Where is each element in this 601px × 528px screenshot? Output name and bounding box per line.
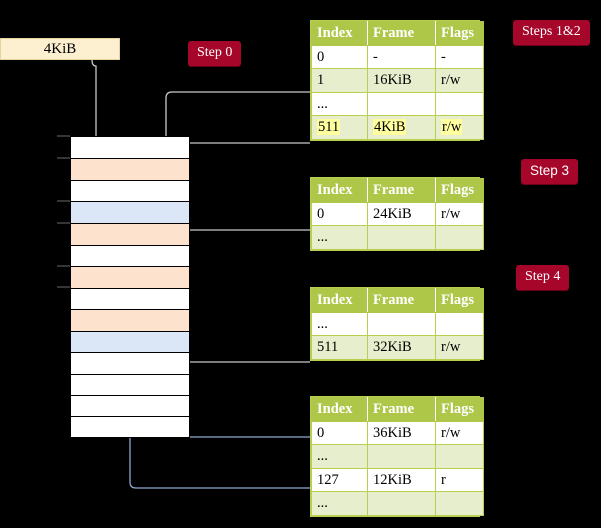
table-header-row: Index Frame Flags	[311, 21, 484, 46]
cell-flags: r/w	[435, 420, 484, 445]
frame-box-label: 4KiB	[43, 40, 77, 57]
table-row: 0 24KiB r/w	[311, 201, 484, 226]
page-table-pt: Index Frame Flags 0 36KiB r/w ... 127	[310, 396, 484, 517]
column-header-flags: Flags	[435, 178, 484, 203]
cell-index: 127	[311, 467, 368, 492]
cell-index: ...	[311, 444, 368, 469]
table-row: ...	[311, 91, 484, 116]
memory-cell	[70, 136, 190, 158]
cell-flags	[435, 491, 484, 516]
column-header-flags: Flags	[435, 397, 484, 422]
cell-index: 0	[311, 201, 368, 226]
memory-cell	[70, 180, 190, 201]
frame-box-4kib: 4KiB	[0, 38, 120, 60]
table-row: 127 12KiB r	[311, 467, 484, 492]
badge-step0: Step 0	[188, 41, 242, 66]
cell-index: ...	[311, 225, 368, 250]
table-row: 0 - -	[311, 44, 484, 69]
cell-flags: r	[435, 467, 484, 492]
cell-frame	[367, 444, 436, 469]
memory-cell	[70, 245, 190, 266]
column-header-flags: Flags	[435, 288, 484, 313]
cell-flags	[435, 444, 484, 469]
memory-cell	[70, 223, 190, 245]
cell-flags	[435, 225, 484, 250]
column-header-flags: Flags	[435, 21, 484, 46]
memory-cell	[70, 416, 190, 438]
cell-index: 1	[311, 68, 368, 93]
badge-steps-1-and-2: Steps 1&2	[513, 20, 590, 45]
memory-column	[70, 136, 190, 438]
cell-frame: 12KiB	[367, 467, 436, 492]
cell-frame: 36KiB	[367, 420, 436, 445]
cell-index: 511	[311, 335, 368, 360]
cell-flags: r/w	[435, 201, 484, 226]
cell-flags: r/w	[435, 115, 484, 140]
cell-frame-text: 4KiB	[373, 119, 407, 135]
column-header-index: Index	[311, 21, 368, 46]
cell-frame	[367, 91, 436, 116]
cell-frame: 32KiB	[367, 335, 436, 360]
cell-index: ...	[311, 91, 368, 116]
cell-frame	[367, 225, 436, 250]
cell-flags	[435, 91, 484, 116]
table-row: ...	[311, 444, 484, 469]
cell-index: ...	[311, 491, 368, 516]
column-header-frame: Frame	[367, 397, 436, 422]
cell-index: 511	[311, 115, 368, 140]
cell-frame	[367, 491, 436, 516]
table-row: 511 4KiB r/w	[311, 115, 484, 140]
memory-cell	[70, 395, 190, 416]
memory-cell	[70, 266, 190, 288]
table-row: ...	[311, 225, 484, 250]
cell-flags: r/w	[435, 335, 484, 360]
memory-cell	[70, 158, 190, 180]
page-table-pd: Index Frame Flags ... 511 32KiB r/w	[310, 287, 484, 361]
memory-cell	[70, 331, 190, 352]
badge-step3: Step 3	[521, 159, 579, 184]
memory-cell	[70, 201, 190, 223]
cell-frame	[367, 311, 436, 336]
table-row: 0 36KiB r/w	[311, 420, 484, 445]
column-header-frame: Frame	[367, 178, 436, 203]
table-header-row: Index Frame Flags	[311, 288, 484, 313]
table-row: 511 32KiB r/w	[311, 335, 484, 360]
page-table-pdp: Index Frame Flags 0 24KiB r/w ...	[310, 177, 484, 251]
column-header-index: Index	[311, 288, 368, 313]
column-header-index: Index	[311, 397, 368, 422]
table-row: 1 16KiB r/w	[311, 68, 484, 93]
cell-flags: -	[435, 44, 484, 69]
cell-flags: r/w	[435, 68, 484, 93]
cell-frame: 16KiB	[367, 68, 436, 93]
table-row: ...	[311, 311, 484, 336]
memory-cell	[70, 352, 190, 374]
cell-index: 0	[311, 420, 368, 445]
cell-index: ...	[311, 311, 368, 336]
table-row: ...	[311, 491, 484, 516]
cell-flags-text: r/w	[441, 119, 463, 135]
page-table-pml4: Index Frame Flags 0 - - 1 16KiB r/w ...	[310, 20, 484, 141]
memory-cell	[70, 309, 190, 331]
cell-frame: -	[367, 44, 436, 69]
badge-step4: Step 4	[516, 265, 570, 290]
cell-flags	[435, 311, 484, 336]
memory-cell	[70, 288, 190, 309]
cell-frame: 4KiB	[367, 115, 436, 140]
table-header-row: Index Frame Flags	[311, 178, 484, 203]
column-header-index: Index	[311, 178, 368, 203]
table-header-row: Index Frame Flags	[311, 397, 484, 422]
column-header-frame: Frame	[367, 21, 436, 46]
cell-frame: 24KiB	[367, 201, 436, 226]
cell-index: 0	[311, 44, 368, 69]
column-header-frame: Frame	[367, 288, 436, 313]
memory-cell	[70, 374, 190, 395]
cell-index-text: 511	[317, 119, 341, 135]
